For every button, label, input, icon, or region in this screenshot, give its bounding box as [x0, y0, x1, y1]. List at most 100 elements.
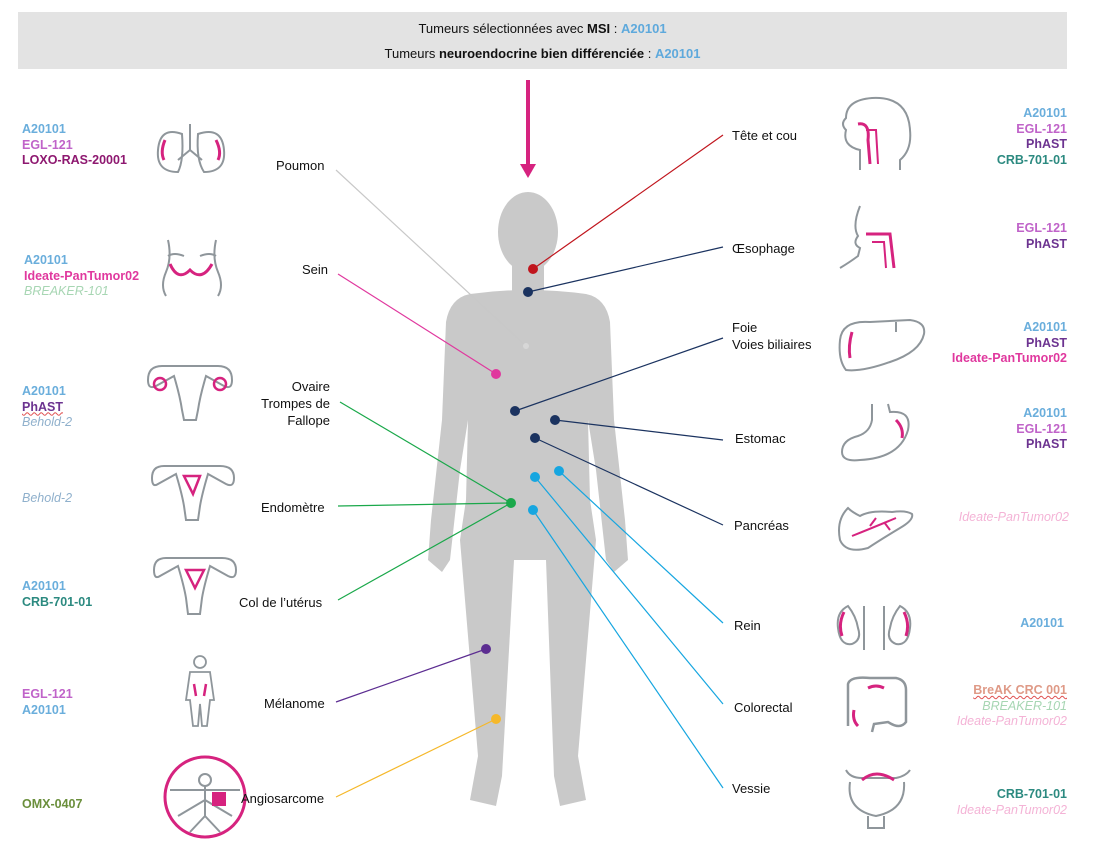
trial-item: A20101 — [1023, 106, 1067, 120]
trial-item: Behold-2 — [22, 491, 73, 505]
trials-rein: A20101 — [1020, 616, 1064, 632]
organ-dots — [481, 264, 564, 724]
lungs-icon — [156, 124, 226, 174]
label-sein: Sein — [302, 262, 329, 277]
label-col-uterus: Col de l’utérus — [239, 595, 323, 610]
trial-item: LOXO-RAS-20001 — [22, 153, 127, 167]
label-tete-cou: Tête et cou — [732, 128, 798, 143]
label-oesophage: Œsophage — [732, 241, 795, 256]
dot-vessie — [528, 505, 538, 515]
trial-item: A20101 — [1023, 320, 1067, 334]
trial-item: BREAKER-101 — [24, 284, 109, 298]
dot-rein — [554, 466, 564, 476]
trials-sein: A20101 Ideate-PanTumor02 BREAKER-101 — [24, 253, 139, 300]
body-silhouette — [428, 192, 628, 806]
label-rein: Rein — [734, 618, 761, 633]
trials-angiosarcome: OMX-0407 — [22, 797, 82, 813]
trials-endometre: Behold-2 — [22, 491, 72, 507]
trial-item: A20101 — [22, 384, 66, 398]
trial-item: CRB-701-01 — [22, 594, 93, 609]
dot-melanome — [481, 644, 491, 654]
trial-item: EGL-121 — [1016, 121, 1067, 136]
trial-item: A20101 — [24, 253, 68, 267]
trials-colorectal: BreAK CRC 001 BREAKER-101 Ideate-PanTumo… — [957, 683, 1067, 730]
trial-item: Ideate-PanTumor02 — [951, 351, 1067, 365]
dot-poumon — [523, 343, 529, 349]
trials-col-uterus: A20101 CRB-701-01 — [22, 579, 92, 610]
label-ovaire: Ovaire Trompes de Fallope — [261, 379, 330, 428]
dot-estomac — [550, 415, 560, 425]
body-skin-icon — [184, 655, 216, 727]
trial-item: PhAST — [1026, 137, 1067, 151]
trial-item: EGL-121 — [22, 137, 73, 152]
criteria-banner: Tumeurs sélectionnées avec MSI : A20101 … — [18, 12, 1067, 69]
trial-item: Ideate-PanTumor02 — [956, 802, 1067, 817]
trials-foie: A20101 PhAST Ideate-PanTumor02 — [952, 320, 1067, 367]
colon-icon — [846, 676, 908, 733]
dot-pancreas — [530, 433, 540, 443]
trial-item: OMX-0407 — [22, 797, 83, 811]
trials-estomac: A20101 EGL-121 PhAST — [1016, 406, 1067, 453]
label-poumon: Poumon — [276, 158, 325, 173]
trial-item: PhAST — [1026, 437, 1067, 451]
esophagus-icon — [839, 205, 896, 269]
trials-vessie: CRB-701-01 Ideate-PanTumor02 — [957, 787, 1067, 818]
trial-item: A20101 — [1023, 406, 1067, 420]
connector-lines — [335, 134, 724, 798]
liver-icon — [838, 318, 926, 372]
trial-item: EGL-121 — [22, 687, 73, 701]
trial-item: PhAST — [22, 399, 63, 414]
trial-item: A20101 — [1020, 616, 1064, 630]
trial-item: PhAST — [1026, 236, 1067, 251]
label-pancreas: Pancréas — [734, 518, 789, 533]
trial-item: BREAKER-101 — [982, 698, 1067, 713]
trial-item: Ideate-PanTumor02 — [958, 510, 1069, 524]
uterus-endometrium-icon — [150, 465, 236, 521]
label-endometre: Endomètre — [261, 500, 325, 515]
label-melanome: Mélanome — [264, 696, 325, 711]
trial-item: Behold-2 — [22, 415, 73, 429]
label-angiosarcome: Angiosarcome — [241, 791, 325, 806]
trial-item: CRB-701-01 — [996, 787, 1067, 801]
stomach-icon — [840, 403, 910, 462]
label-foie: Foie Voies biliaires — [732, 320, 812, 352]
head-neck-icon — [842, 96, 912, 170]
dot-sein — [491, 369, 501, 379]
trials-pancreas: Ideate-PanTumor02 — [959, 510, 1069, 526]
trial-item: A20101 — [22, 579, 66, 593]
label-colorectal: Colorectal — [734, 700, 793, 715]
dot-angiosarcome — [491, 714, 501, 724]
trials-oesophage: EGL-121 PhAST — [1016, 221, 1067, 252]
dot-foie — [510, 406, 520, 416]
bladder-icon — [845, 769, 911, 829]
pancreas-icon — [838, 506, 914, 551]
trial-item: A20101 — [22, 122, 66, 136]
trials-tete-cou: A20101 EGL-121 PhAST CRB-701-01 — [997, 106, 1067, 168]
label-vessie: Vessie — [732, 781, 771, 796]
uterus-cervix-icon — [152, 557, 238, 615]
trial-item: EGL-121 — [1016, 221, 1067, 235]
dot-colorectal — [530, 472, 540, 482]
banner-line-neuroendocrine: Tumeurs neuroendocrine bien différenciée… — [384, 46, 701, 61]
kidneys-icon — [836, 604, 912, 650]
dot-oesophage — [523, 287, 533, 297]
trials-melanome: EGL-121 A20101 — [22, 687, 73, 718]
trial-item: A20101 — [22, 702, 66, 717]
uterus-ovary-icon — [146, 365, 234, 421]
trials-ovaire: A20101 PhAST Behold-2 — [22, 384, 72, 431]
trial-item: EGL-121 — [1016, 421, 1067, 436]
vitruvian-man-icon — [163, 755, 247, 839]
down-arrow — [520, 80, 536, 178]
dot-tete-cou — [528, 264, 538, 274]
dot-gynecologique — [506, 498, 516, 508]
trial-item: Ideate-PanTumor02 — [956, 714, 1067, 728]
label-estomac: Estomac — [735, 431, 786, 446]
trial-item: BreAK CRC 001 — [973, 683, 1067, 697]
trial-item: CRB-701-01 — [996, 152, 1067, 167]
breast-icon — [162, 239, 222, 297]
trials-poumon: A20101 EGL-121 LOXO-RAS-20001 — [22, 122, 127, 169]
banner-line-msi: Tumeurs sélectionnées avec MSI : A20101 — [418, 21, 667, 36]
trial-item: PhAST — [1026, 335, 1067, 350]
trial-item: Ideate-PanTumor02 — [24, 268, 140, 283]
